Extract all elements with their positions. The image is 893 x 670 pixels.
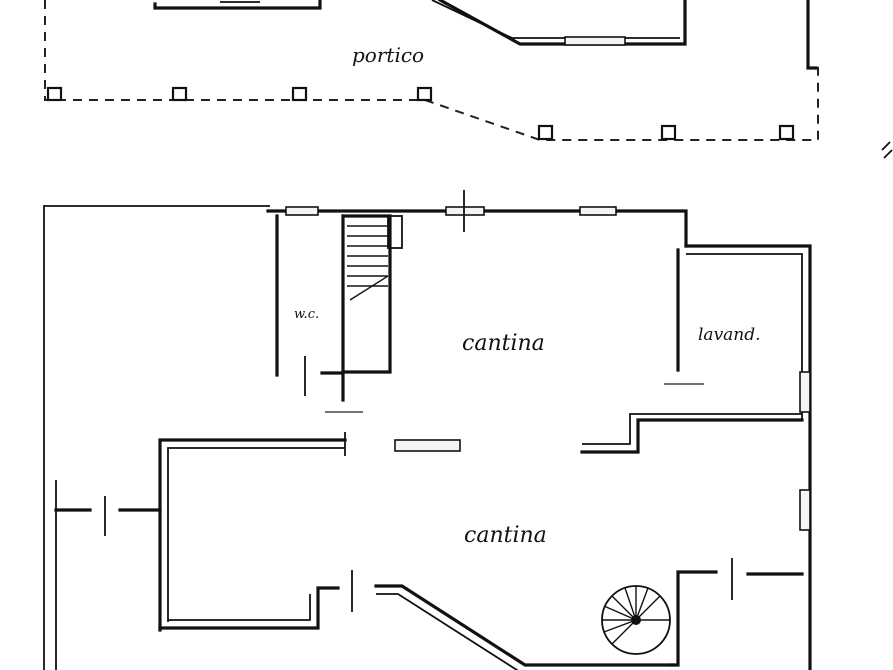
stair-break-line [349,275,389,301]
right-wall-inner [686,253,803,420]
portico-column [416,86,433,102]
lower-bottom-inner [168,594,311,621]
straight-stair [341,214,403,374]
portico-column [171,86,188,102]
stair-landing [387,215,403,249]
ramp-wall [374,584,674,667]
portico-area: portico [44,0,819,141]
lower-room-left-wall [158,438,347,632]
portico-column [291,86,308,102]
portico-outline [44,0,819,141]
spiral-enclosure [670,570,718,667]
lower-room-left-inner [167,447,345,622]
lower-room-right-wall [580,418,804,454]
lower-room-right-inner [582,413,802,445]
upper-wall-inner [431,0,680,39]
top-wall [266,209,688,248]
window-top-3 [579,206,617,216]
label-cantina-upper: cantina [462,331,545,356]
spiral-stair [601,585,671,655]
portico-column [537,124,554,141]
window-right-2 [799,489,811,531]
portico-column [660,124,677,141]
partition-segment [394,439,461,452]
ramp-wall-inner [376,593,519,670]
upper-window [564,36,626,46]
window-right-1 [799,371,811,413]
upper-wall-left [153,0,322,10]
label-cantina-lower: cantina [464,523,547,548]
lower-bottom-wall [158,586,340,630]
label-lavand: lavand. [698,325,761,345]
upper-right-wall [806,0,818,70]
right-wall [684,244,812,670]
label-wc: w.c. [294,307,319,322]
basement-outline: w.c. [43,190,812,670]
label-portico: portico [352,43,424,67]
window-top-1 [285,206,319,216]
stair-enclosure [341,214,392,374]
edge-mark [881,141,893,159]
window-top-2 [445,206,485,216]
portico-column [46,86,63,102]
portico-column [778,124,795,141]
